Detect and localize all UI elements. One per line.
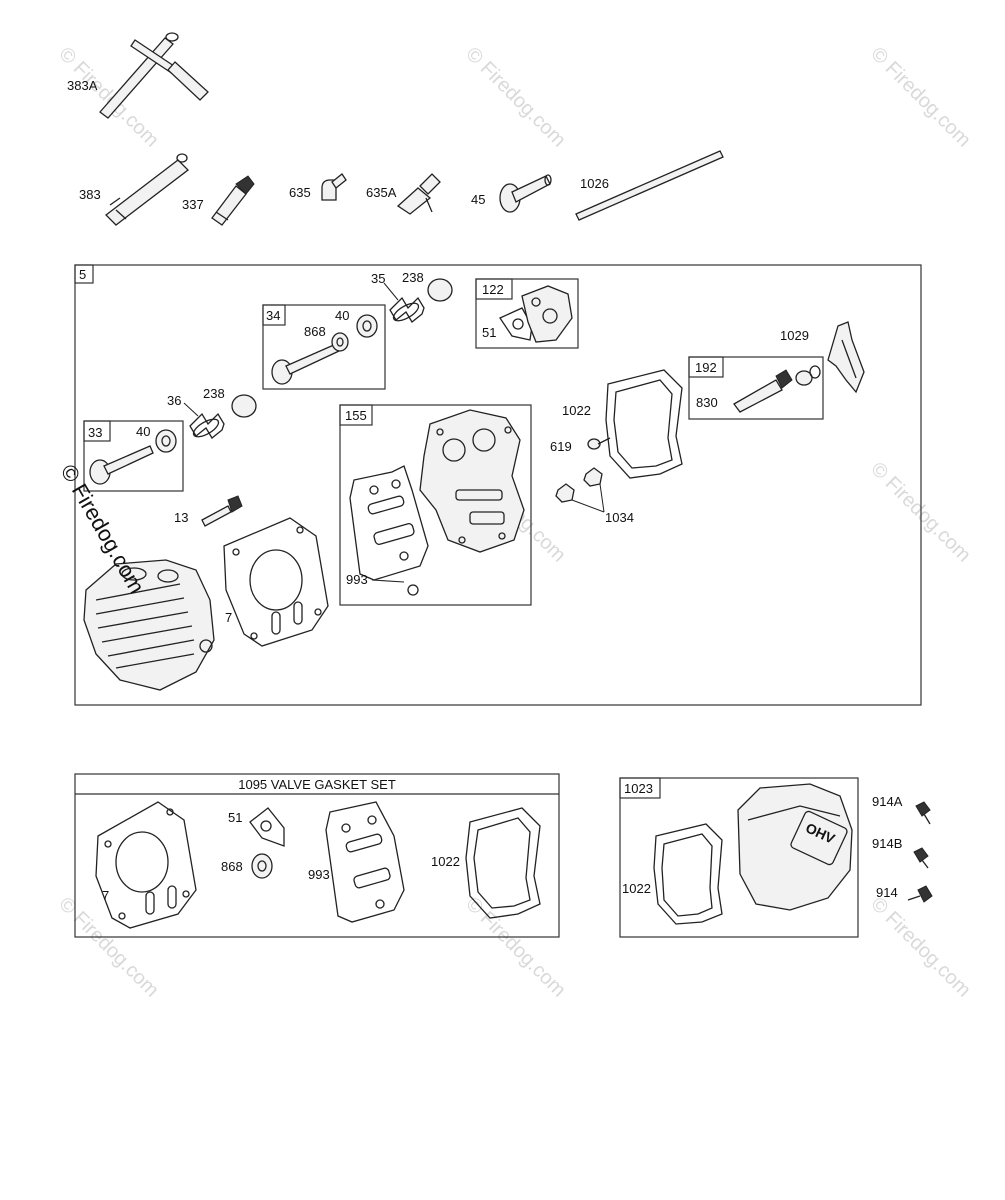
cylinder-head	[83, 559, 215, 691]
valve-gasket-set-frame	[74, 773, 560, 938]
watermark: © Firedog.com	[461, 43, 570, 152]
part-label-40-lower: 40	[136, 424, 150, 439]
part-label-238-lower: 238	[203, 386, 225, 401]
rocker-cover: OHV	[737, 783, 853, 911]
screw-914	[907, 885, 933, 903]
valve-spring-35	[389, 296, 425, 323]
cylinder-head-gasket-plate	[419, 409, 525, 553]
watermark: © Firedog.com	[461, 893, 570, 1002]
part-label-7-set: 7	[102, 888, 109, 903]
part-label-51-set: 51	[228, 810, 242, 825]
gasket-51	[499, 307, 533, 341]
screw-619	[587, 437, 611, 450]
part-label-914a: 914A	[872, 794, 903, 809]
exhaust-valve-number-tag	[262, 304, 286, 326]
rocker-stud-830	[733, 365, 821, 413]
part-label-337: 337	[182, 197, 204, 212]
part-label-1034: 1034	[605, 510, 634, 525]
part-label-51: 51	[482, 325, 496, 340]
part-label-619: 619	[550, 439, 572, 454]
valve-seal-868-set	[251, 853, 273, 879]
intake-valve-45	[499, 174, 552, 213]
spring-retainer-40-lower	[155, 429, 177, 453]
gasket-kit-frame	[339, 404, 532, 606]
rocker-cover-gasket-1022-set	[465, 807, 541, 919]
head-gasket-7	[223, 517, 329, 647]
part-label-993-set: 993	[308, 867, 330, 882]
breather-number: 122	[482, 282, 504, 297]
intake-valve-assembly-frame	[83, 420, 184, 492]
part-label-383a: 383A	[67, 78, 98, 93]
screw-914a	[915, 801, 931, 825]
part-label-13: 13	[174, 510, 188, 525]
intake-gasket-993-set	[325, 801, 405, 923]
rocker-cover-number: 1023	[624, 781, 653, 796]
rocker-stud-assembly-frame	[688, 356, 824, 420]
valve-gasket-set-title: 1095 VALVE GASKET SET	[238, 777, 396, 792]
gasket-kit-number-tag	[339, 404, 373, 426]
part-label-1022-set: 1022	[431, 854, 460, 869]
rocker-stud-number: 192	[695, 360, 717, 375]
valve-spring-36	[189, 412, 225, 439]
part-label-40-upper: 40	[335, 308, 349, 323]
part-label-1029: 1029	[780, 328, 809, 343]
rocker-arm-1029	[827, 321, 865, 394]
push-rod-1026	[575, 150, 724, 221]
exhaust-valve	[271, 343, 340, 385]
breather-number-tag	[475, 278, 513, 300]
cylinder-head-assembly-frame	[74, 264, 922, 706]
intake-gasket-993	[349, 465, 429, 581]
part-label-35: 35	[371, 271, 385, 286]
screw-914b	[913, 847, 929, 869]
part-label-914b: 914B	[872, 836, 902, 851]
spark-plug-cap-635	[321, 173, 347, 201]
gasket-51-set	[249, 807, 285, 847]
rocker-cover-frame	[619, 777, 859, 938]
spring-retainer-40	[356, 314, 378, 338]
nut-1034	[555, 467, 603, 503]
valve-cap-238	[427, 278, 453, 302]
intake-valve-number-tag	[83, 420, 111, 442]
part-label-45: 45	[471, 192, 485, 207]
head-bolt-13	[201, 495, 243, 527]
intake-valve	[89, 445, 154, 485]
spark-plug-boot-635a	[396, 173, 441, 215]
part-label-7: 7	[225, 610, 232, 625]
head-gasket-7-set	[95, 801, 197, 929]
rocker-cover-number-tag	[619, 777, 661, 799]
part-label-635a: 635A	[366, 185, 397, 200]
part-label-993: 993	[346, 572, 368, 587]
assembly-number-tag	[74, 264, 94, 284]
spark-plug-wrench-383	[105, 153, 189, 226]
part-label-868-set: 868	[221, 859, 243, 874]
exhaust-valve-number: 34	[266, 308, 280, 323]
spark-plug-337	[211, 175, 255, 226]
part-label-635: 635	[289, 185, 311, 200]
spark-plug-wrench-383a	[99, 32, 209, 119]
gasket-kit-number: 155	[345, 408, 367, 423]
part-label-1022: 1022	[562, 403, 591, 418]
breather-housing	[521, 285, 573, 343]
part-label-1026: 1026	[580, 176, 609, 191]
watermark: © Firedog.com	[866, 893, 975, 1002]
part-label-36: 36	[167, 393, 181, 408]
gasket-alignment-dot	[407, 584, 419, 596]
breather-assembly-frame	[475, 278, 579, 349]
part-label-830: 830	[696, 395, 718, 410]
watermark: © Firedog.com	[866, 43, 975, 152]
rocker-stud-number-tag	[688, 356, 724, 378]
rocker-cover-gasket-1022	[605, 369, 683, 479]
assembly-number: 5	[79, 267, 86, 282]
part-label-1022-cover: 1022	[622, 881, 651, 896]
part-label-914: 914	[876, 885, 898, 900]
valve-cap-238-lower	[231, 394, 257, 418]
part-label-383: 383	[79, 187, 101, 202]
exhaust-valve-assembly-frame	[262, 304, 386, 390]
valve-seal-868	[331, 332, 349, 352]
part-label-238-upper: 238	[402, 270, 424, 285]
part-label-868: 868	[304, 324, 326, 339]
intake-valve-number: 33	[88, 425, 102, 440]
rocker-cover-gasket-1022-cover	[653, 823, 723, 925]
